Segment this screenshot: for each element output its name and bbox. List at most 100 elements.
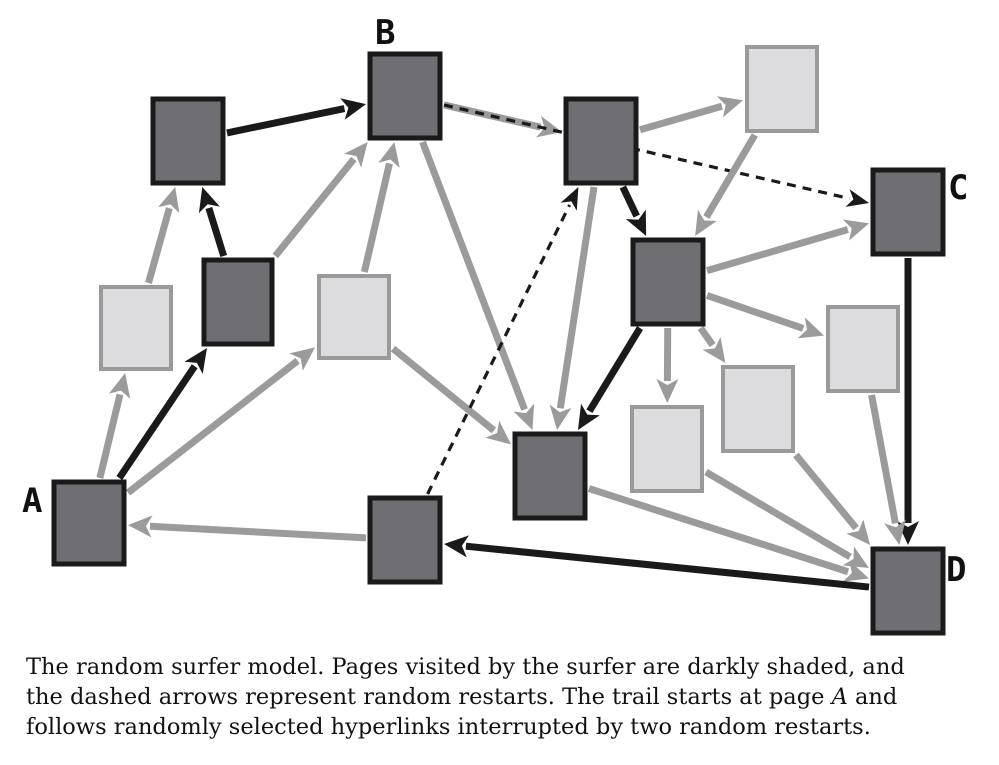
edge-arrowhead <box>842 546 869 569</box>
edge-shaft <box>705 292 805 332</box>
edge-shaft <box>116 364 198 480</box>
edge-n6-to-B <box>360 142 400 273</box>
edge-shaft <box>793 452 859 531</box>
edge-arrowhead <box>656 378 679 403</box>
edge-n9-to-n13 <box>697 325 726 363</box>
edge-n7-to-n15 <box>549 186 598 430</box>
edge-shaft <box>205 206 228 258</box>
edge-arrowhead <box>108 373 131 399</box>
edge-n11-to-n7-restart <box>426 187 579 495</box>
caption-line-2-end: and <box>847 684 898 710</box>
edge-n14-to-D <box>704 468 869 569</box>
edge-arrowhead <box>158 187 180 214</box>
caption-line-2-text: the dashed arrows represent random resta… <box>26 684 832 710</box>
edge-shaft <box>706 226 849 274</box>
edge-arrowhead <box>289 347 315 371</box>
edge-arrowhead <box>695 209 717 236</box>
edge-n4-to-n3 <box>198 187 228 258</box>
page-node-n6-unvisited <box>317 274 391 360</box>
page-node-C-visited <box>870 167 946 257</box>
edge-arrowhead <box>378 142 400 168</box>
node-label-c: C <box>948 168 968 208</box>
edge-shaft <box>697 325 716 348</box>
edge-arrowhead <box>344 142 368 168</box>
page-node-n11-visited <box>367 495 443 585</box>
edge-arrowhead <box>845 189 869 207</box>
edge-shaft <box>704 468 852 560</box>
node-label-b: B <box>375 13 395 53</box>
edge-shaft <box>149 522 367 542</box>
edge-arrowhead <box>549 404 572 430</box>
edge-A-to-n6 <box>125 347 315 496</box>
page-node-n4-visited <box>201 257 275 347</box>
edge-arrowhead <box>702 337 726 363</box>
edge-D-to-n11 <box>444 535 870 591</box>
edge-shaft <box>272 156 357 259</box>
page-node-A-visited <box>51 479 127 567</box>
page-node-n12-unvisited <box>826 305 900 393</box>
edge-arrowhead <box>513 403 535 430</box>
edge-arrowhead <box>797 317 824 339</box>
page-node-n3-visited <box>150 96 226 186</box>
edge-arrowhead <box>716 96 743 118</box>
edge-shaft <box>619 185 640 218</box>
edge-arrowhead <box>128 515 153 538</box>
edge-arrowhead <box>577 403 600 430</box>
edge-n15-to-D <box>587 485 869 582</box>
edge-shaft <box>703 133 758 219</box>
page-node-n13-unvisited <box>721 365 795 453</box>
edge-n11-to-A <box>128 515 367 542</box>
edge-n9-to-n14 <box>656 327 679 403</box>
edge-shaft <box>639 102 723 134</box>
edge-B-to-n15 <box>419 140 535 430</box>
edge-shaft <box>587 485 850 576</box>
edge-n9-to-n12 <box>705 292 824 339</box>
page-node-n15-visited <box>512 431 588 521</box>
figure-caption: The random surfer model. Pages visited b… <box>26 652 986 742</box>
edge-A-to-n4 <box>116 348 207 480</box>
page-node-B-visited <box>367 51 443 141</box>
caption-line-1: The random surfer model. Pages visited b… <box>26 654 905 680</box>
page-node-n9-visited <box>630 237 706 327</box>
edge-shaft <box>443 103 850 201</box>
edge-shaft <box>465 542 870 591</box>
edge-shaft <box>145 207 173 284</box>
edge-shaft <box>868 394 899 525</box>
edge-shaft <box>360 162 393 273</box>
edge-arrowhead <box>198 187 220 214</box>
edge-shaft <box>125 358 300 496</box>
edge-shaft <box>426 204 572 495</box>
page-node-n2-unvisited <box>99 285 173 371</box>
edge-arrowhead <box>340 98 366 120</box>
edge-n7-to-n8 <box>639 96 743 134</box>
edge-arrowhead <box>884 519 906 545</box>
edge-n9-to-C <box>706 219 869 274</box>
edge-n6-to-n15 <box>390 345 511 445</box>
edge-arrowhead <box>560 187 579 211</box>
edge-B-to-C-restart <box>443 103 869 207</box>
edge-shaft <box>390 345 497 434</box>
edge-n13-to-D <box>793 452 871 545</box>
edge-arrowhead <box>184 348 207 375</box>
labels-layer: A B C D <box>22 13 968 590</box>
page-node-D-visited <box>870 546 946 636</box>
edge-n2-to-n3 <box>145 187 180 284</box>
edge-arrowhead <box>444 535 469 558</box>
caption-line-2: the dashed arrows represent random resta… <box>26 682 986 712</box>
edges-layer <box>96 96 919 591</box>
page-node-n8-unvisited <box>745 45 819 133</box>
edge-arrowhead <box>625 209 647 236</box>
caption-line-3: follows randomly selected hyperlinks int… <box>26 714 871 740</box>
edge-shaft <box>586 326 644 414</box>
edge-shaft <box>226 105 346 137</box>
edge-arrowhead <box>842 219 869 241</box>
edge-n4-to-B <box>272 142 368 259</box>
edge-n12-to-D <box>868 394 906 545</box>
edge-arrowhead <box>485 420 511 445</box>
edge-shaft <box>96 393 124 479</box>
edge-shaft <box>556 186 598 409</box>
edge-n3-to-B <box>226 98 366 137</box>
random-surfer-diagram: A B C D <box>22 13 968 636</box>
edge-n8-to-n9 <box>695 133 758 236</box>
node-label-a: A <box>22 481 42 521</box>
